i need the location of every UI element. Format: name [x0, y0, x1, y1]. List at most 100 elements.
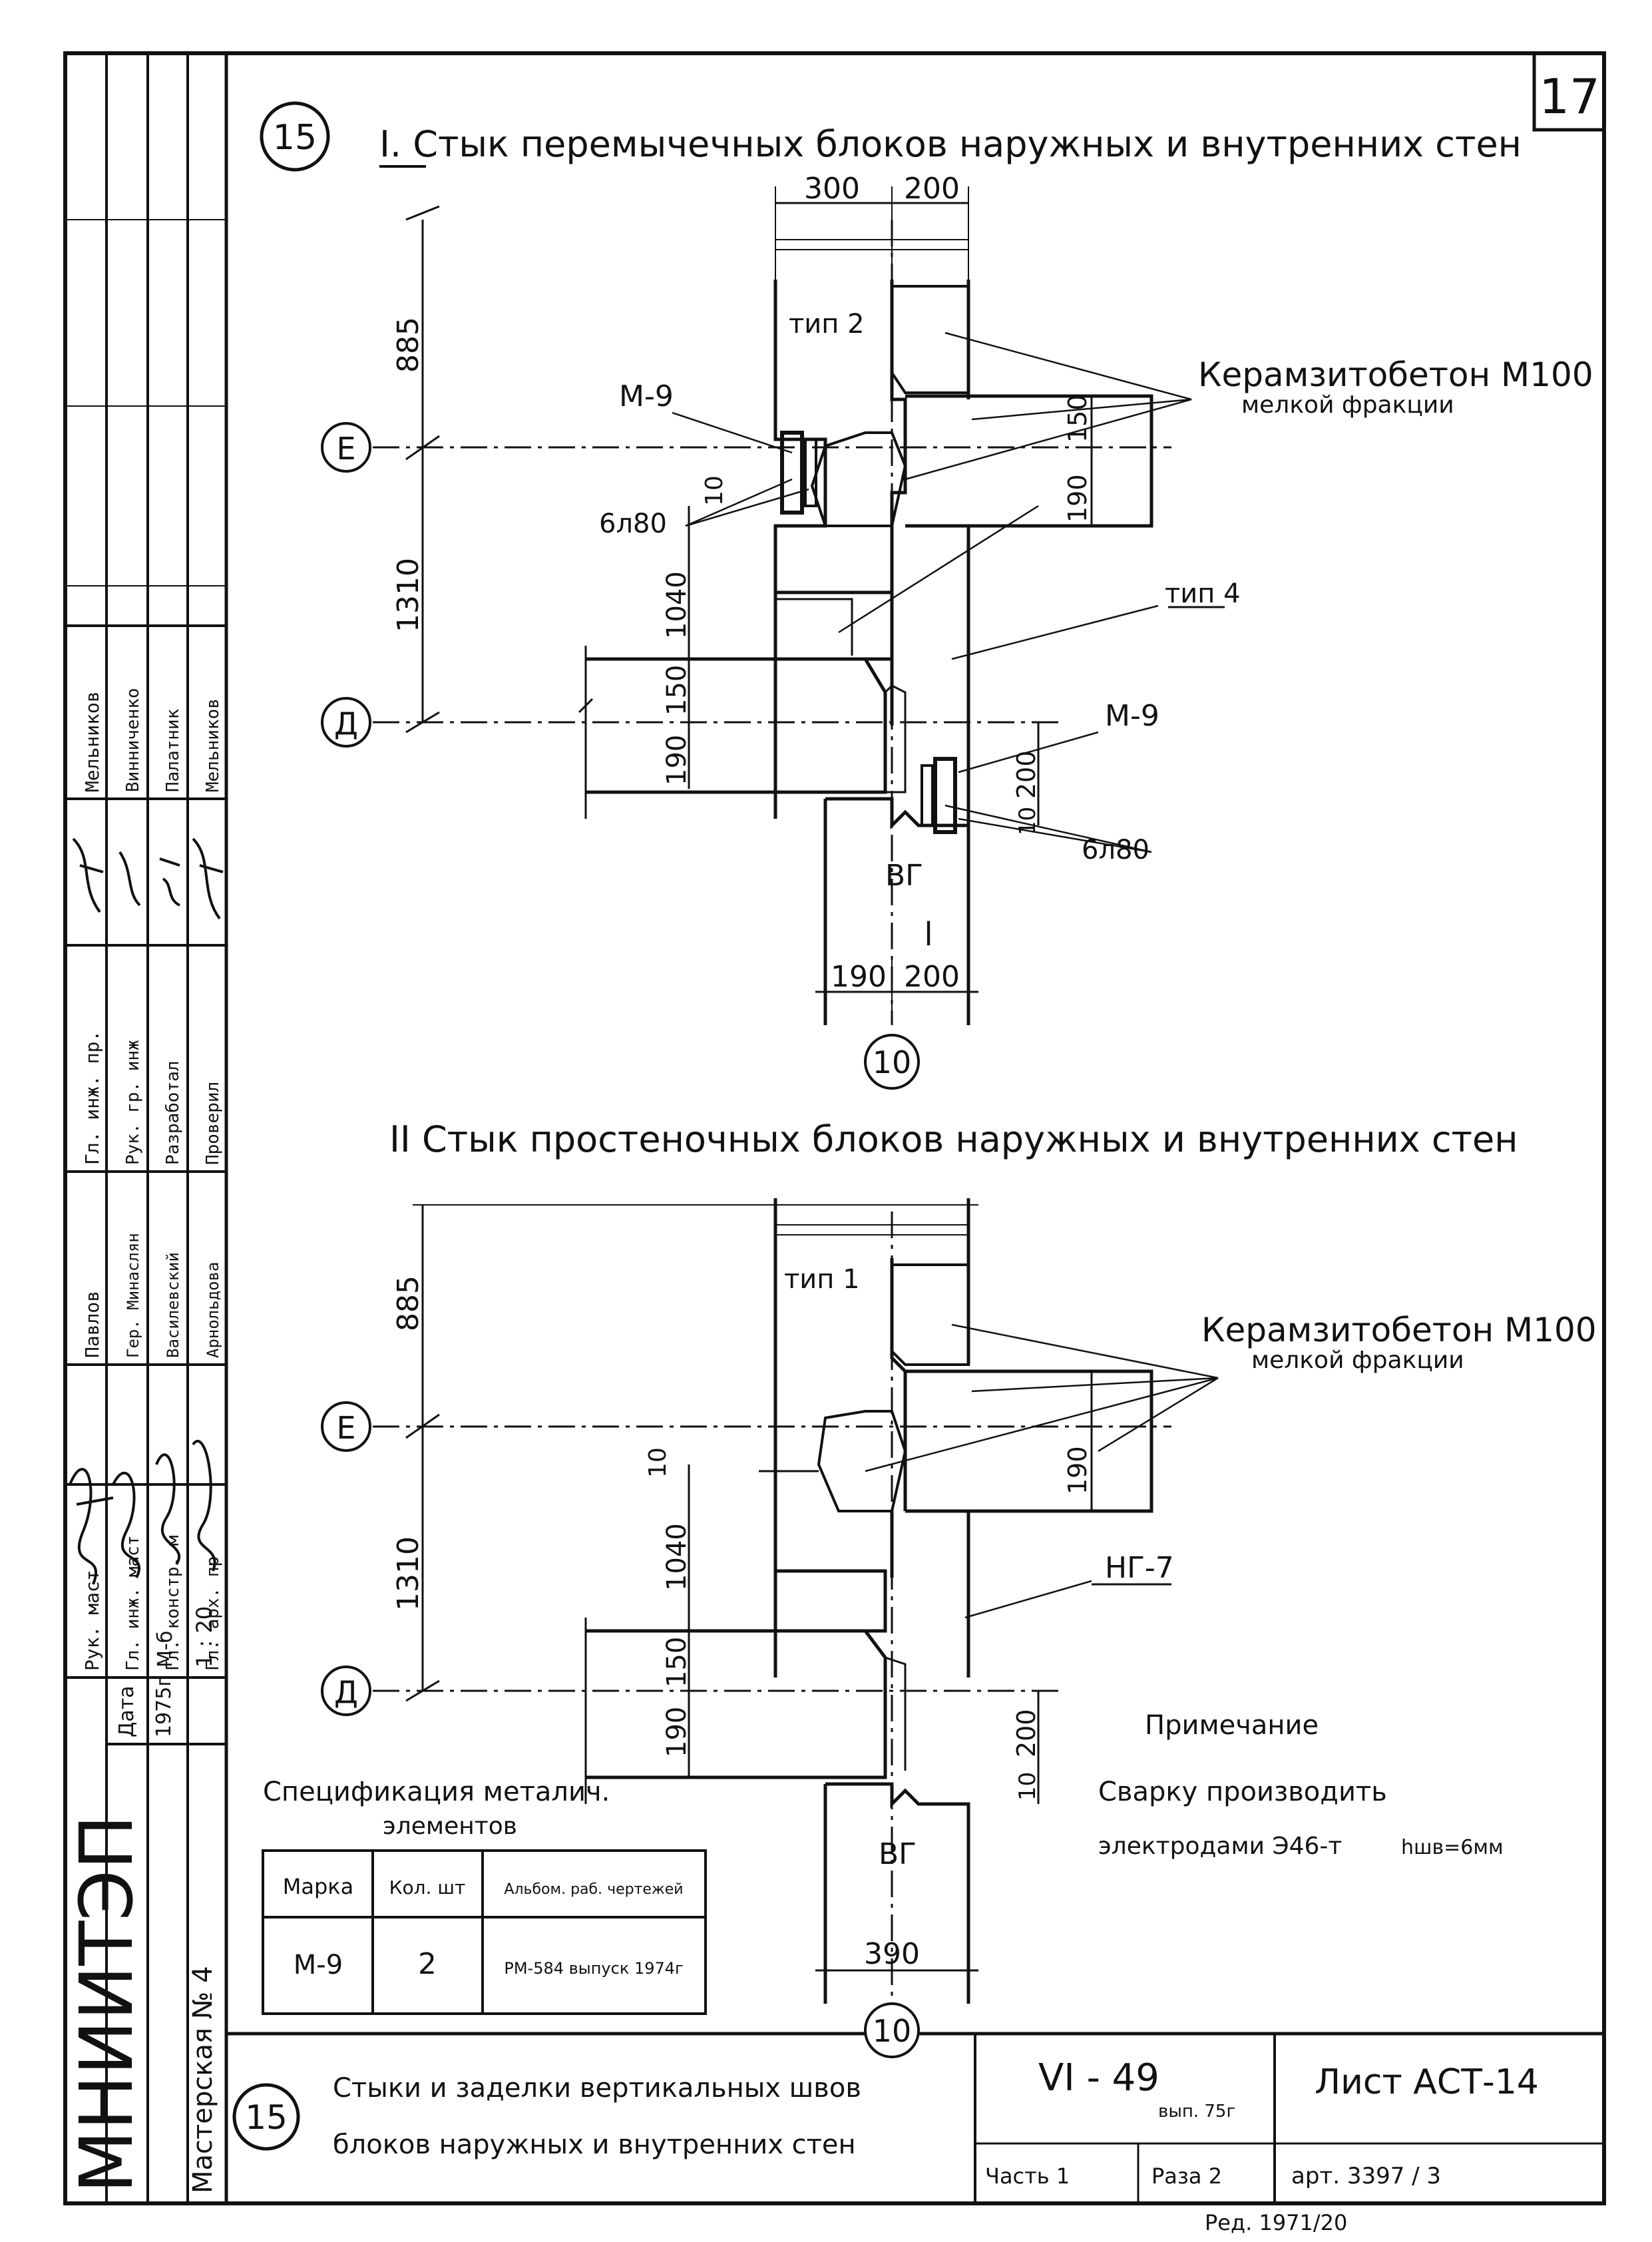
note-block: Примечание Сварку производить электродам…: [1098, 1710, 1504, 1860]
stamp-role-6: Рук. гр. инж: [123, 1040, 143, 1165]
part-label: Часть 1: [985, 2163, 1070, 2189]
detail2-leaders: [865, 1323, 1219, 1619]
stamp-name-4: Арнольдова: [204, 1262, 222, 1359]
detail1-dim-bottom-right: 200: [904, 960, 960, 994]
detail2-title: II Стык простеночных блоков наружных и в…: [389, 1118, 1518, 1160]
title-line-1: Стыки и заделки вертикальных швов: [333, 2073, 861, 2104]
detail1-marker: 15: [273, 118, 317, 158]
stamp-name-1: Павлов: [81, 1291, 103, 1358]
detail1-material-1: Керамзитобетон М100: [1198, 355, 1593, 394]
stamp-scale-label: М-б: [154, 1631, 177, 1668]
detail1-dim-10a: 10: [701, 475, 728, 506]
detail2-axis-e: Е: [321, 1401, 371, 1452]
page-number: 17: [1539, 69, 1600, 124]
detail1-marker-circle: [260, 101, 330, 172]
detail1-embed-top: М-9: [619, 379, 674, 413]
title-block: 15 Стыки и заделки вертикальных швов бло…: [232, 2056, 1539, 2235]
detail2-axis-10-label: 10: [873, 2013, 912, 2049]
detail1-dim-1310: 1310: [391, 558, 425, 632]
spec-header-mark: Марка: [283, 1874, 353, 1899]
detail1-axis-e: Е: [321, 422, 371, 473]
spec-row-mark: М-9: [294, 1950, 343, 1980]
detail1-weld-top: 6л80: [599, 509, 667, 539]
spec-block: Спецификация металич. элементов Марка Ко…: [262, 1777, 707, 2015]
stamp-date-label: Дата: [115, 1685, 138, 1737]
stamp-scale: 1 : 20: [192, 1606, 217, 1668]
stamp-roles-upper: Гл. инж. пр. Рук. гр. инж Разработал Про…: [81, 1030, 223, 1165]
detail1-bottom-block: ВГ: [885, 859, 923, 893]
detail1-material-2: мелкой фракции: [1241, 391, 1454, 419]
stamp-signatures: [69, 837, 224, 1585]
stamp-name-6: Винниченко: [123, 688, 143, 792]
sheet-label: Лист АСТ-14: [1315, 2062, 1539, 2102]
title-line-2: блоков наружных и внутренних стен: [333, 2130, 856, 2160]
spec-header-album: Альбом. раб. чертежей: [504, 1881, 683, 1898]
stamp-org: МНИИТЭП: [64, 1815, 149, 2193]
detail1-dim-1040: 1040: [662, 571, 692, 639]
detail2-axis-d: Д: [321, 1666, 371, 1716]
detail1-title: I. Стык перемычечных блоков наружных и в…: [379, 123, 1522, 165]
detail2-dim-1040: 1040: [662, 1523, 692, 1591]
detail1-axis-10: 10: [864, 1034, 920, 1090]
detail2-axis-d-label: Д: [334, 1674, 358, 1710]
detail1-dim-885: 885: [391, 317, 425, 373]
stamp-names-upper: Мельников Винниченко Палатник Мельников: [81, 688, 223, 792]
detail1-axis-10-label: 10: [873, 1044, 912, 1080]
stamp-role-7: Разработал: [163, 1060, 183, 1165]
detail1-axis-e-label: Е: [336, 431, 355, 467]
title-detail-number: 15: [245, 2098, 288, 2137]
note-line-2-suffix: hшв=6мм: [1401, 1836, 1504, 1859]
side-stamp: [65, 53, 226, 2203]
detail2-dim-150b: 190: [1063, 1446, 1092, 1494]
stamp-date-scale: Дата 1975г М-б 1 : 20: [115, 1606, 217, 1737]
detail2-material-1: Керамзитобетон М100: [1201, 1311, 1597, 1349]
stamp-date: 1975г: [152, 1676, 176, 1737]
stamp-name-7: Палатник: [163, 708, 183, 792]
stamp-role-8: Проверил: [203, 1082, 223, 1165]
detail1-axes: [373, 220, 1171, 1025]
section-label: Раза 2: [1151, 2163, 1222, 2189]
detail2-dim-150a: 150: [662, 1637, 692, 1687]
detail1-dim-lines: [405, 205, 1093, 825]
detail1-dim-top-left: 300: [804, 172, 860, 206]
stamp-role-4: Гл. арх. пр: [203, 1556, 223, 1671]
series-code: VI - 49: [1038, 2056, 1159, 2100]
detail2-dim-885: 885: [391, 1275, 425, 1331]
detail1-dim-bottom-left: 190: [831, 960, 887, 994]
detail2-axes: [373, 1212, 1171, 2004]
detail1-dim-190a: 190: [662, 735, 692, 785]
stamp-workshop: Мастерская № 4: [188, 1966, 218, 2193]
bottom-scribble: Ред. 1971/20: [1205, 2210, 1347, 2235]
detail2-material-2: мелкой фракции: [1251, 1347, 1464, 1374]
stamp-name-2: Гер. Минаслян: [124, 1233, 142, 1358]
note-line-2: электродами Э46-т: [1098, 1833, 1342, 1860]
spec-row-album: РМ-584 выпуск 1974г: [504, 1959, 683, 1978]
detail1-header: 15 I. Стык перемычечных блоков наружных …: [260, 101, 1522, 172]
detail2-dim-10a: 10: [644, 1447, 672, 1478]
detail1-leaders: [672, 332, 1192, 853]
detail1-dim-200: 200: [1012, 750, 1041, 799]
series-issue: вып. 75г: [1158, 2102, 1235, 2122]
detail1-dim-l: l: [924, 916, 932, 953]
detail2-dim-190a: 190: [662, 1707, 692, 1757]
detail1-type-top: тип 2: [789, 309, 865, 339]
stamp-names-lower: Павлов Гер. Минаслян Василевский Арнольд…: [81, 1233, 222, 1358]
stamp-name-3: Василевский: [164, 1252, 182, 1358]
detail2-dim-10b: 10: [1014, 1772, 1041, 1801]
stamp-org-block: МНИИТЭП Мастерская № 4: [64, 1815, 218, 2193]
spec-title-1: Спецификация металич.: [263, 1777, 610, 1807]
detail1-axis-d-label: Д: [334, 706, 358, 742]
detail2-bottom-block: ВГ: [879, 1837, 917, 1871]
note-line-1: Сварку производить: [1098, 1777, 1387, 1807]
stamp-name-8: Мельников: [203, 698, 223, 792]
detail2-dim-lines: [405, 1204, 1093, 1804]
detail1-embed-bottom: М-9: [1105, 699, 1159, 733]
title-detail-circle: [232, 2083, 300, 2151]
stamp-name-5: Мельников: [81, 691, 103, 792]
spec-row-qty: 2: [418, 1947, 437, 1981]
spec-title-2: элементов: [383, 1813, 517, 1840]
detail1-dim-150a: 150: [662, 665, 692, 716]
detail1-dim-150b: 150: [1063, 394, 1092, 443]
detail2-dim-200: 200: [1012, 1709, 1041, 1757]
